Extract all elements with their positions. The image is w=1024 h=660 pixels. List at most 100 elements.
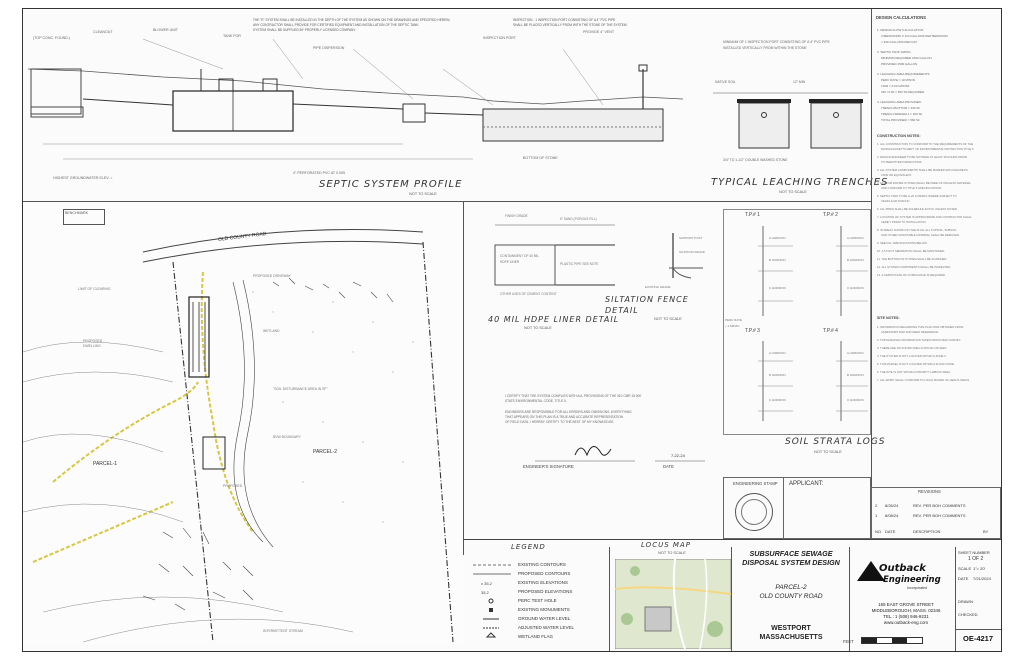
svg-text:TANK FOR: TANK FOR: [223, 34, 241, 38]
svg-text:LTAR = 0.60 GPD/SF: LTAR = 0.60 GPD/SF: [881, 84, 910, 88]
drawing-number: OE-4217: [962, 634, 994, 643]
svg-text:TRENCH BOTTOM = 160 SF: TRENCH BOTTOM = 160 SF: [881, 106, 920, 110]
svg-text:6. ALL PIPES SHALL BE SCHEDULE: 6. ALL PIPES SHALL BE SCHEDULE 40 PVC UN…: [877, 207, 958, 211]
soil-logs-panel: [723, 209, 871, 435]
design-calc-title: DESIGN CALCULATIONS: [876, 15, 926, 20]
stamp-label: ENGINEERING STAMP: [733, 481, 778, 486]
svg-text:ENGINEERS ARE RESPONSIBLE FOR: ENGINEERS ARE RESPONSIBLE FOR ALL ERRORS…: [505, 410, 632, 414]
rev-header-desc: DESCRIPTION: [913, 529, 941, 534]
drawing-sheet: (TOP CONC. FOUND.) CLEANOUT BLOWER UNIT …: [22, 8, 1002, 652]
profile-title: SEPTIC SYSTEM PROFILE: [319, 179, 463, 190]
sheet-info-divider: [955, 547, 956, 651]
svg-text:PLASTIC PIPE SEE NOTE: PLASTIC PIPE SEE NOTE: [560, 262, 598, 266]
svg-text:3. THERE ARE NO KNOWN WELLS WI: 3. THERE ARE NO KNOWN WELLS WITHIN 100 F…: [877, 346, 947, 350]
svg-text:PROPOSED: PROPOSED: [223, 484, 243, 488]
svg-text:VERIFY PRIOR TO INSTALLATION.: VERIFY PRIOR TO INSTALLATION.: [881, 220, 927, 224]
site-plan-drawing: LIMIT OF CLEARING PROPOSED DWELLING PROP…: [23, 202, 463, 644]
svg-text:SITE NOTES:: SITE NOTES:: [877, 316, 900, 320]
svg-text:OTHER USES OF CEMENT CONTENT: OTHER USES OF CEMENT CONTENT: [500, 292, 557, 296]
svg-text:13. A CERTIFICATE OF COMPLIANC: 13. A CERTIFICATE OF COMPLIANCE IS REQUI…: [877, 273, 946, 277]
svg-text:HIGHEST GROUNDWATER ELEV. =: HIGHEST GROUNDWATER ELEV. =: [53, 176, 112, 180]
svg-text:A HORIZON: A HORIZON: [847, 236, 864, 240]
title-town: WESTPORT: [771, 625, 811, 632]
svg-text:8. IN AREAS SHOWN ON THE PLAN,: 8. IN AREAS SHOWN ON THE PLAN, ALL TOPSO…: [877, 228, 957, 232]
title-divider: [849, 547, 850, 651]
company-name-1: Outback: [879, 563, 926, 574]
svg-text:BLOWER UNIT: BLOWER UNIT: [153, 28, 179, 32]
svg-text:PROPOSED DRIVEWAY: PROPOSED DRIVEWAY: [253, 274, 292, 278]
svg-text:EXISTING GRADE: EXISTING GRADE: [645, 285, 671, 289]
locus-map: [615, 559, 731, 649]
scale-value: 1"= 20': [973, 566, 986, 571]
svg-text:BOTTOM OF STONE: BOTTOM OF STONE: [523, 156, 558, 160]
soil-log-3: T.P.# 3: [745, 328, 760, 334]
svg-text:4" PERFORATED PVC AT 0.005: 4" PERFORATED PVC AT 0.005: [293, 171, 345, 175]
company-logo: Outback Engineering Incorporated: [857, 561, 947, 597]
liner-title: 40 MIL HDPE LINER DETAIL: [488, 315, 620, 324]
svg-text:PROVIDED 1500 GALLON: PROVIDED 1500 GALLON: [881, 62, 917, 66]
feet-label: FEET: [843, 639, 854, 644]
svg-text:B HORIZON: B HORIZON: [847, 373, 864, 377]
svg-text:CLEANOUT: CLEANOUT: [93, 30, 113, 34]
legend-divider: [609, 547, 610, 651]
sheet-number-label: SHEET NUMBER: [958, 550, 990, 555]
parcel-1-label: PARCEL-1: [93, 461, 118, 467]
svg-text:MASSACHUSETTS DEPT. OF ENVIRON: MASSACHUSETTS DEPT. OF ENVIRONMENTAL PRO…: [881, 147, 974, 151]
benchmark-box: BENCHMARK: [63, 209, 105, 225]
svg-text:VEHICULAR TRAFFIC.: VEHICULAR TRAFFIC.: [881, 199, 911, 203]
title-parcel: PARCEL-2: [775, 584, 807, 591]
svg-text:CONSTRUCTION NOTES:: CONSTRUCTION NOTES:: [877, 134, 921, 138]
svg-text:1. INFORMATION REGARDING THIS: 1. INFORMATION REGARDING THIS PLAN WAS O…: [877, 325, 964, 329]
svg-text:330 / 0.60 = 550 SF REQUIRED: 330 / 0.60 = 550 SF REQUIRED: [881, 90, 925, 94]
stamp-applicant-box: [723, 477, 871, 539]
svg-text:9. SEE FILL SPECIFICATIONS BEL: 9. SEE FILL SPECIFICATIONS BELOW.: [877, 241, 928, 245]
svg-text:B HORIZON: B HORIZON: [769, 373, 786, 377]
legend-item: WETLAND FLAG: [518, 634, 554, 639]
profile-scale: NOT TO SCALE: [409, 192, 437, 196]
legend-item: PROPOSED CONTOURS: [518, 571, 571, 576]
soil-log-1: T.P.# 1: [745, 212, 760, 218]
svg-text:(TOP CONC. FOUND.): (TOP CONC. FOUND.): [33, 36, 70, 40]
svg-text:3 BEDROOMS X 110 GALLONS PER B: 3 BEDROOMS X 110 GALLONS PER BEDROOM: [881, 34, 948, 38]
svg-text:PROPOSED: PROPOSED: [83, 339, 103, 343]
legend-symbols: x 35.2 35.2: [473, 564, 511, 638]
legend-item: PERC TEST HOLE: [518, 598, 557, 603]
svg-text:MINIMUM OF 1 INSPECTION PORT C: MINIMUM OF 1 INSPECTION PORT CONSISTING …: [723, 40, 831, 44]
svg-text:6. THE SITE IS NOT WITHIN A PR: 6. THE SITE IS NOT WITHIN A PRIORITY HAB…: [877, 370, 951, 374]
parcel-2-label: PARCEL-2: [313, 449, 338, 455]
svg-text:SUPPORT POST: SUPPORT POST: [679, 236, 703, 240]
svg-text:C HORIZON: C HORIZON: [847, 286, 864, 290]
svg-text:TO PERMITTED INSPECTIONS.: TO PERMITTED INSPECTIONS.: [881, 160, 923, 164]
svg-text:ASSESSORS MAP AND DEED REFEREN: ASSESSORS MAP AND DEED REFERENCE.: [881, 330, 939, 334]
company-name-2: Engineering: [883, 575, 941, 585]
svg-text:1. DESIGN FLOW CALCULATION:: 1. DESIGN FLOW CALCULATION:: [877, 28, 924, 32]
company-phone: TEL.: 1 (508) 946-9231: [883, 614, 929, 619]
revisions-table: [871, 487, 1001, 539]
logo-mark-icon: [857, 561, 885, 581]
svg-text:= 330 GALLONS PER DAY: = 330 GALLONS PER DAY: [881, 40, 917, 44]
stamp-divider: [783, 477, 784, 539]
svg-text:SYSTEM SHALL BE SUPPLIED BY PR: SYSTEM SHALL BE SUPPLIED BY PROPERLY LIC…: [253, 28, 356, 32]
svg-text:SILTATION FENCE: SILTATION FENCE: [679, 250, 705, 254]
soil-title: SOIL STRATA LOGS: [785, 437, 886, 447]
svg-text:PIPE DISPERSION: PIPE DISPERSION: [313, 46, 345, 50]
svg-text:7. LOCATION OF SYSTEM IS APPRO: 7. LOCATION OF SYSTEM IS APPROXIMATE AND…: [877, 215, 972, 219]
svg-text:11. THE BOTTOM OF SYSTEM SHALL: 11. THE BOTTOM OF SYSTEM SHALL BE SCARIF…: [877, 257, 947, 261]
svg-text:5. THIS PARCEL IS NOT LOCATED: 5. THIS PARCEL IS NOT LOCATED WITHIN A F…: [877, 362, 955, 366]
rev-1-date: 8/08/24: [885, 513, 899, 518]
certification-block: I CERTIFY THAT THE SYSTEM COMPLIES WITH …: [505, 394, 705, 462]
svg-text:INSTALLED VERTICALLY FROM WITH: INSTALLED VERTICALLY FROM WITHIN THE STO…: [723, 46, 807, 50]
company-address-2: MIDDLEBOROUGH, MASS. 02346: [871, 608, 941, 613]
signature-date: 7-22-24: [671, 453, 686, 458]
liner-detail-drawing: FINISH GRADE 6" SAND (POROUS FILL) CONTA…: [494, 214, 615, 296]
svg-text:PROVIDE 4" VENT: PROVIDE 4" VENT: [583, 30, 615, 34]
soil-logs-drawing: A HORIZON B HORIZON C HORIZON A HORIZON B H…: [725, 226, 868, 421]
svg-text:35.2: 35.2: [481, 590, 490, 595]
svg-text:AND OTHER UNSUITABLE MATERIAL: AND OTHER UNSUITABLE MATERIAL SHALL BE R…: [881, 233, 960, 237]
svg-text:C HORIZON: C HORIZON: [769, 398, 786, 402]
svg-text:1. ALL CONSTRUCTION TO CONFORM: 1. ALL CONSTRUCTION TO CONFORM TO THE RE…: [877, 142, 973, 146]
svg-text:6" SAND (POROUS FILL): 6" SAND (POROUS FILL): [560, 217, 597, 221]
engineer-seal: [735, 493, 773, 531]
svg-text:A HORIZON: A HORIZON: [769, 351, 786, 355]
svg-text:B HORIZON: B HORIZON: [769, 258, 786, 262]
